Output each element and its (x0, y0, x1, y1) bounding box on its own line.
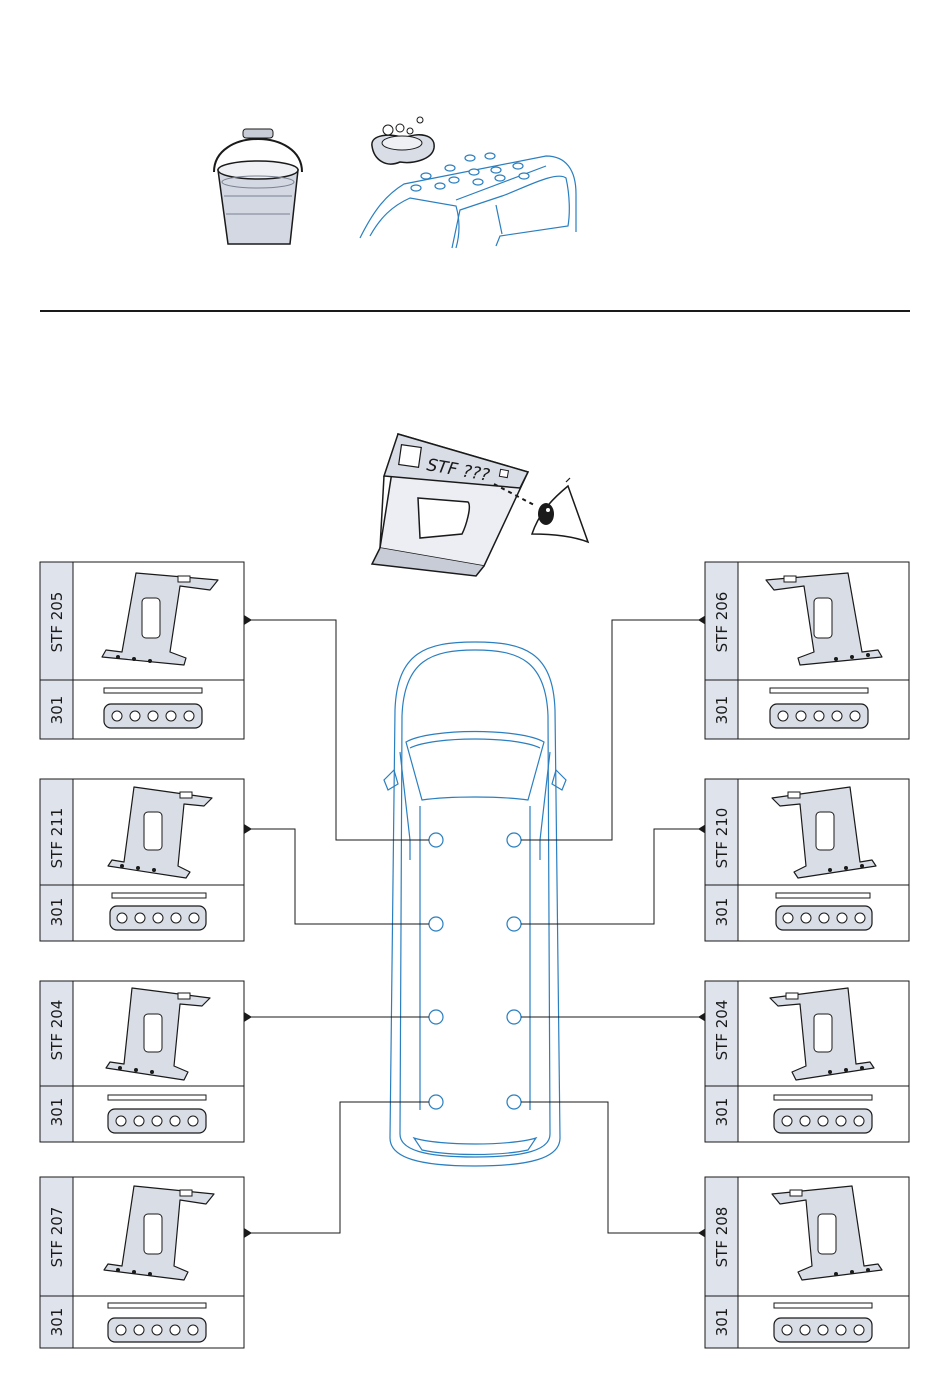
bucket-icon (214, 129, 302, 244)
bracket-box-right-4: STF 208 301 (705, 1177, 909, 1348)
bracket-code-label: STF 211 (48, 808, 66, 869)
plate-code-label: 301 (713, 1098, 731, 1127)
bracket-code-label: STF 207 (48, 1207, 66, 1268)
bracket-code-label: STF 205 (48, 592, 66, 653)
plate-code-label: 301 (48, 1308, 66, 1337)
sponge-icon (372, 117, 434, 164)
bracket-code-label: STF 204 (48, 1000, 66, 1061)
plate-code-label: 301 (713, 1308, 731, 1337)
bracket-box-left-4: STF 207 301 (40, 1177, 244, 1348)
plate-code-label: 301 (48, 898, 66, 927)
bracket-code-label: STF 206 (713, 592, 731, 653)
plate-code-label: 301 (48, 696, 66, 725)
plate-code-label: 301 (48, 1098, 66, 1127)
bracket-box-right-1: STF 206 301 (705, 562, 909, 739)
bracket-box-left-2: STF 211 301 (40, 779, 244, 941)
bracket-code-label: STF 210 (713, 808, 731, 869)
bracket-tag-illustration: STF ??? (372, 434, 536, 576)
bracket-code-label: STF 208 (713, 1207, 731, 1268)
bracket-code-label: STF 204 (713, 1000, 731, 1061)
vehicle-top-view (384, 642, 566, 1166)
bracket-box-left-1: STF 205 301 (40, 562, 244, 739)
van-roof-illustration (360, 153, 576, 248)
bracket-box-right-2: STF 210 301 (705, 779, 909, 941)
bracket-box-left-3: STF 204 301 (40, 981, 244, 1142)
eye-icon (532, 478, 588, 542)
plate-code-label: 301 (713, 898, 731, 927)
bracket-box-right-3: STF 204 301 (705, 981, 909, 1142)
plate-code-label: 301 (713, 696, 731, 725)
